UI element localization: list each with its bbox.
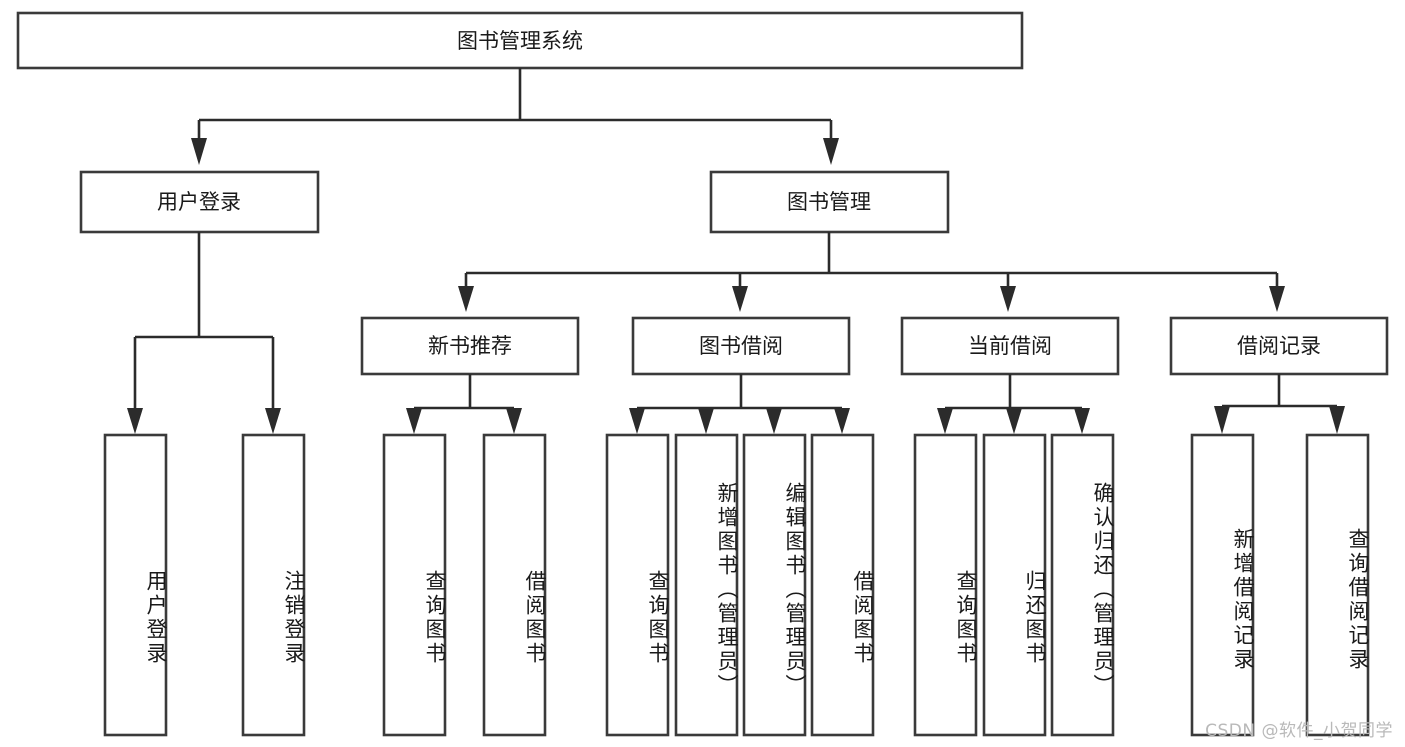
arrow-head-br-2: [1329, 406, 1345, 434]
arrow-head-book-borrow: [732, 286, 748, 312]
node-book-borrow-label: 图书借阅: [699, 334, 783, 358]
arrow-head-current-borrow: [1000, 286, 1016, 312]
leaf-rect-borrow-record-1[interactable]: [1305, 433, 1370, 737]
node-new-book-recommend[interactable]: 新书推荐: [360, 316, 580, 376]
connector-borrow-record-to-leaves: [1214, 374, 1345, 434]
arrow-head-borrow-record: [1269, 286, 1285, 312]
arrow-head-new-book: [458, 286, 474, 312]
leaf-rect-book-borrow-0[interactable]: [605, 433, 670, 737]
leaf-rect-new-book-1[interactable]: [482, 433, 547, 737]
leaf-rect-new-book-0[interactable]: [382, 433, 447, 737]
node-root-label: 图书管理系统: [457, 29, 583, 53]
node-book-borrow-rect[interactable]: [631, 316, 851, 376]
node-book-manage-rect[interactable]: [709, 170, 950, 234]
node-current-borrow-label: 当前借阅: [968, 334, 1052, 358]
arrow-head-bb-2: [698, 408, 714, 434]
node-current-borrow-rect[interactable]: [900, 316, 1120, 376]
leaf-rect-book-borrow-3[interactable]: [810, 433, 875, 737]
arrow-head-cb-1: [937, 408, 953, 434]
node-user-login[interactable]: 用户登录: [79, 170, 320, 234]
node-root[interactable]: 图书管理系统: [16, 11, 1024, 70]
node-current-borrow[interactable]: 当前借阅: [900, 316, 1120, 376]
leaf-rect-current-borrow-2[interactable]: [1050, 433, 1115, 737]
node-user-login-label: 用户登录: [157, 190, 241, 214]
connector-book-manage-to-level3: [458, 232, 1285, 312]
node-new-book-recommend-label: 新书推荐: [428, 334, 512, 358]
leaf-rect-current-borrow-0[interactable]: [913, 433, 978, 737]
node-new-book-recommend-rect[interactable]: [360, 316, 580, 376]
node-borrow-record-label: 借阅记录: [1237, 334, 1321, 358]
node-borrow-record[interactable]: 借阅记录: [1169, 316, 1389, 376]
node-book-manage-label: 图书管理: [787, 190, 871, 214]
node-borrow-record-rect[interactable]: [1169, 316, 1389, 376]
leaf-rect-borrow-record-0[interactable]: [1190, 433, 1255, 737]
connector-current-borrow-to-leaves: [937, 374, 1090, 434]
leaf-rect-user-login-1[interactable]: [241, 433, 306, 737]
connector-root-to-level2: [191, 68, 839, 165]
node-book-borrow[interactable]: 图书借阅: [631, 316, 851, 376]
arrow-head-cb-3: [1074, 408, 1090, 434]
arrow-head-leaf-logout: [265, 408, 281, 434]
arrow-head-book-manage: [823, 138, 839, 165]
node-book-manage[interactable]: 图书管理: [709, 170, 950, 234]
arrow-head-cb-2: [1006, 408, 1022, 434]
arrow-head-bb-3: [766, 408, 782, 434]
leaf-rect-book-borrow-2[interactable]: [742, 433, 807, 737]
arrow-head-leaf-user-login: [127, 408, 143, 434]
arrow-head-nb-2: [506, 408, 522, 434]
node-root-rect[interactable]: [16, 11, 1024, 70]
connector-book-borrow-to-leaves: [629, 374, 850, 434]
arrow-head-bb-4: [834, 408, 850, 434]
arrow-head-bb-1: [629, 408, 645, 434]
leaf-rect-current-borrow-1[interactable]: [982, 433, 1047, 737]
watermark-text: CSDN @软件_小贺同学: [1205, 721, 1393, 741]
leaf-rect-book-borrow-1[interactable]: [674, 433, 739, 737]
leaf-rect-user-login-0[interactable]: [103, 433, 168, 737]
arrow-head-user-login: [191, 138, 207, 165]
arrow-head-nb-1: [406, 408, 422, 434]
connector-user-login-to-leaves: [127, 232, 281, 434]
arrow-head-br-1: [1214, 406, 1230, 434]
connector-new-book-to-leaves: [406, 374, 522, 434]
